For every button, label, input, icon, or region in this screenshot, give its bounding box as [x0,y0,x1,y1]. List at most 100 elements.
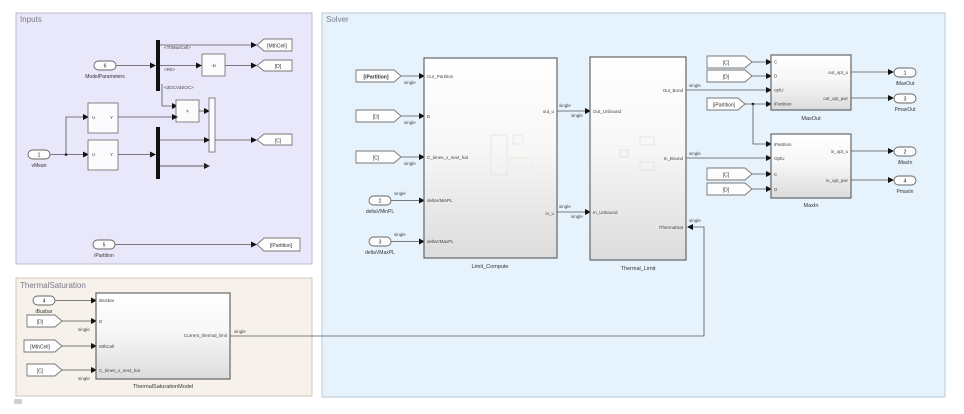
svg-text:4: 4 [43,299,46,305]
svg-text:iBusbar: iBusbar [36,309,53,315]
svg-text:D: D [774,187,778,192]
svg-text:D: D [427,114,431,119]
svg-text:[iPartition]: [iPartition] [270,243,293,249]
svg-text:iMaxOut: iMaxOut [896,81,915,87]
gain-block[interactable]: -u [201,53,226,77]
from-ipartition-maxout[interactable]: [iPartition] [706,97,746,111]
thermal-saturation-model-block[interactable]: iBusbar D MthCell C_times_x_next_hat Cur… [95,292,231,390]
svg-text:Current_thermal_limit: Current_thermal_limit [184,333,228,338]
from-d-solver[interactable]: [D] [355,109,402,123]
svg-text:U: U [92,152,95,157]
svg-text:single: single [78,327,90,332]
block-name: ThermalSaturationModel [133,384,193,390]
svg-text:[C]: [C] [723,173,730,179]
svg-text:Out_Unbound: Out_Unbound [593,109,622,114]
goto-c[interactable]: [C] [256,133,293,146]
svg-text:out_opt_pwr: out_opt_pwr [823,96,848,101]
svg-text:MthCell: MthCell [99,344,114,349]
area-solver-title: Solver [326,15,349,24]
svg-text:PmaxIn: PmaxIn [897,189,914,195]
svg-text:in_opt_pwr: in_opt_pwr [826,178,849,183]
from-d-thermal[interactable]: [D] [26,314,63,328]
thermal-limit-block[interactable]: Out_Unbound In_Unbound iThermalSat Out_B… [589,56,687,272]
svg-text:[MthCell]: [MthCell] [267,44,287,50]
outport-imaxin[interactable]: 2 iMaxIn [893,146,917,166]
svg-text:out_opt_u: out_opt_u [828,70,849,75]
from-d-maxout[interactable]: [D] [706,69,753,83]
svg-text:Y: Y [110,152,113,157]
fcn-block-1[interactable]: U Y [87,102,119,134]
wire-thermal-limit [230,224,705,337]
fcn-block-2[interactable]: U Y [87,139,119,171]
svg-text:single: single [234,329,246,334]
from-d-maxin[interactable]: [D] [706,182,753,196]
maxout-block[interactable]: C D optU iPartition out_opt_u out_opt_pw… [770,54,852,122]
svg-text:U: U [92,115,95,120]
inport-deltavminpl[interactable]: 2 deltaVMinPL [366,195,395,215]
outport-pmaxout[interactable]: 3 PmaxOut [893,93,917,113]
svg-text:deltaVMaxPL: deltaVMaxPL [427,239,454,244]
bus-signal-r0: <R0> [164,67,175,72]
from-c-solver[interactable]: [C] [355,150,402,164]
svg-text:D: D [774,74,778,79]
svg-text:[C]: [C] [275,139,282,145]
svg-text:single: single [689,83,701,88]
block-name: Thermal_Limit [621,266,656,272]
svg-text:iMaxIn: iMaxIn [898,160,913,166]
from-ipartition-solver[interactable]: [iPartition] [355,69,402,83]
svg-text:single: single [559,103,571,108]
goto-d[interactable]: [D] [256,59,293,72]
maxin-block[interactable]: iPartition OptU C D in_opt_u in_opt_pwr … [770,133,852,209]
block-name: MaxOut [801,116,821,122]
svg-text:3: 3 [904,97,907,103]
limit-compute-block[interactable]: Cur_Partition D C_times_x_next_hat delta… [423,57,558,270]
svg-text:1: 1 [904,71,907,77]
inport-vmean[interactable]: 1 vMean [27,149,51,169]
svg-text:[C]: [C] [37,369,44,375]
outport-imaxout[interactable]: 1 iMaxOut [893,67,917,87]
outport-pmaxin[interactable]: 4 PmaxIn [893,175,917,195]
from-mthcell-thermal[interactable]: [MthCell] [23,339,63,353]
svg-text:single: single [394,232,406,237]
svg-text:C_times_x_next_hat: C_times_x_next_hat [427,155,469,160]
svg-text:single: single [394,191,406,196]
svg-text:vMean: vMean [31,163,46,169]
resize-handle[interactable] [14,399,22,404]
concatenate-block[interactable] [208,97,216,153]
svg-text:[D]: [D] [373,115,380,121]
svg-text:single: single [559,204,571,209]
svg-text:C: C [774,172,778,177]
svg-text:single: single [78,376,90,381]
svg-text:deltaVMinPL: deltaVMinPL [366,209,395,215]
goto-ipartition[interactable]: [iPartition] [256,237,301,252]
svg-text:[MthCell]: [MthCell] [30,345,50,351]
svg-text:[iPartition]: [iPartition] [364,75,389,81]
svg-text:deltaVMinPL: deltaVMinPL [427,198,453,203]
svg-text:5: 5 [103,243,106,249]
inport-ipartition[interactable]: 5 iPartition [92,239,116,259]
bus-signal-thmaxcell: <ThMaxCell> [164,45,191,50]
svg-text:single: single [404,161,416,166]
svg-text:In_Bound: In_Bound [664,156,684,161]
svg-text:PmaxOut: PmaxOut [895,107,916,113]
svg-text:C_times_x_next_hat: C_times_x_next_hat [99,368,141,373]
from-c-maxout[interactable]: [C] [706,55,753,69]
svg-text:in_u: in_u [545,211,554,216]
svg-text:[D]: [D] [723,188,730,194]
inport-name: ModelParameters [85,74,125,80]
svg-text:Y: Y [110,115,113,120]
from-c-thermal[interactable]: [C] [26,363,63,377]
svg-text:[D]: [D] [275,64,282,70]
demux-block[interactable] [156,127,160,179]
bus-selector-params[interactable] [156,40,160,91]
svg-text:[C]: [C] [373,156,380,162]
svg-text:out_u: out_u [543,109,555,114]
inport-number: 6 [104,64,107,70]
product-block[interactable]: × [175,99,200,123]
svg-text:C: C [774,60,778,65]
goto-mthcell[interactable]: [MthCell] [256,38,293,52]
svg-text:2: 2 [904,150,907,156]
svg-text:OptU: OptU [774,156,785,161]
from-c-maxin[interactable]: [C] [706,167,753,181]
svg-text:Out_Bond: Out_Bond [663,88,684,93]
